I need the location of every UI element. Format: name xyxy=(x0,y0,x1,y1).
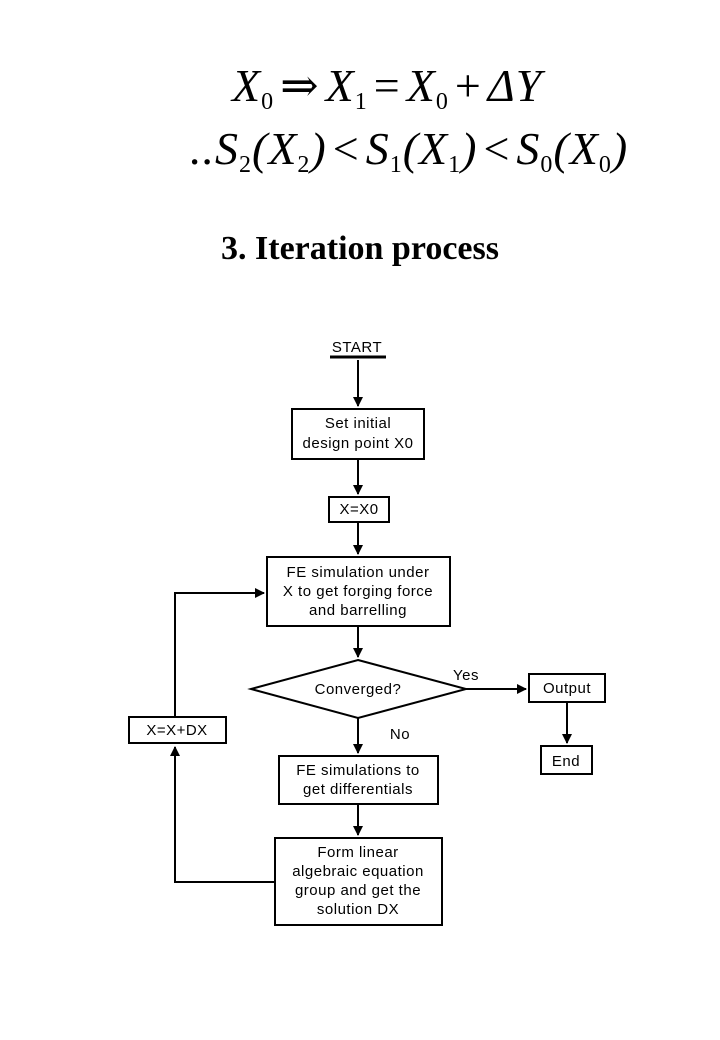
assign-label: X=X0 xyxy=(339,501,378,518)
section-heading: 3. Iteration process xyxy=(221,230,499,267)
fe-simulation-line-1: FE simulation under xyxy=(287,564,430,581)
loop-back-to-update xyxy=(170,746,275,883)
update-label: X=X+DX xyxy=(146,722,207,739)
assign-box xyxy=(328,496,390,523)
start-label: START xyxy=(332,339,382,356)
fe-differentials-line-1: FE simulations to xyxy=(296,762,420,779)
fe-simulation-line-3: and barrelling xyxy=(309,602,407,619)
fe-differentials-line-2: get differentials xyxy=(303,781,413,798)
form-linear-line-4: solution DX xyxy=(317,901,399,918)
update-box xyxy=(128,716,227,744)
output-label: Output xyxy=(543,680,591,697)
form-linear-line-3: group and get the xyxy=(295,882,421,899)
loop-update-to-fe xyxy=(174,588,265,717)
form-linear-box xyxy=(274,837,443,926)
fe-simulation-box xyxy=(266,556,451,627)
end-box xyxy=(540,745,593,775)
form-linear-line-2: algebraic equation xyxy=(292,863,424,880)
converged-label: Converged? xyxy=(315,681,402,698)
no-label: No xyxy=(390,726,410,743)
form-linear-line-1: Form linear xyxy=(317,844,398,861)
set-initial-line-2: design point X0 xyxy=(303,435,414,452)
equation-line-1: X0⇒X1=X0+ΔY xyxy=(232,60,543,115)
set-initial-box xyxy=(291,408,425,460)
fe-simulation-line-2: X to get forging force xyxy=(283,583,433,600)
end-label: End xyxy=(552,753,580,770)
set-initial-line-1: Set initial xyxy=(325,415,391,432)
equation-line-2: ..S2(X2)<S1(X1)<S0(X0) xyxy=(190,123,629,178)
yes-label: Yes xyxy=(453,667,479,684)
